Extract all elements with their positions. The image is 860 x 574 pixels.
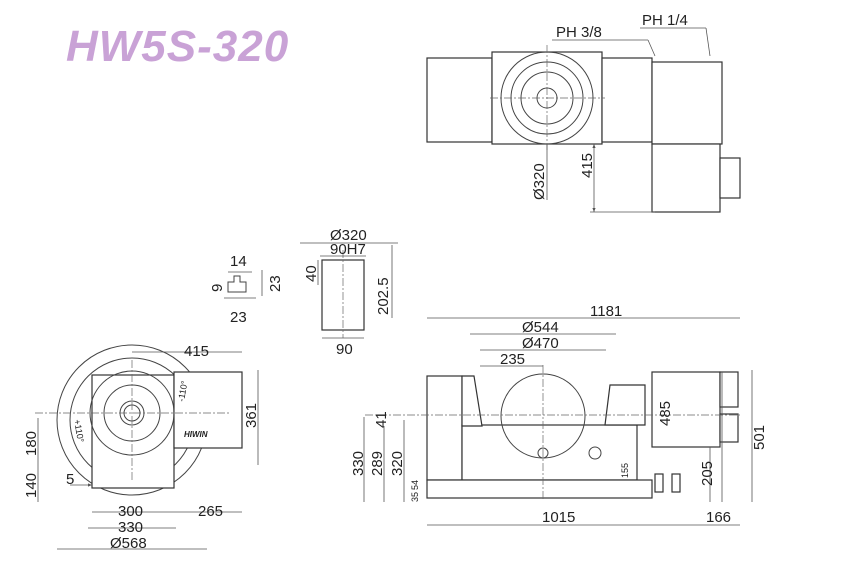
dim-label: 14 <box>230 253 247 270</box>
dim-label: 300 <box>118 503 143 520</box>
front-view: HIWIN 415 361 180 140 5 300 330 265 Ø568… <box>23 343 260 552</box>
dim-label: 54 <box>410 480 420 490</box>
dim-label: 40 <box>303 265 320 282</box>
dim-label: 235 <box>500 351 525 368</box>
dim-label: 485 <box>657 401 674 426</box>
port-label: PH 1/4 <box>642 12 688 29</box>
angle-label: -110° <box>176 380 190 403</box>
dim-label: 155 <box>620 463 630 478</box>
dim-label: 501 <box>751 425 768 450</box>
dim-label: 330 <box>350 451 367 476</box>
dim-label: 180 <box>23 431 40 456</box>
dim-label: 5 <box>66 471 74 488</box>
dim-label: 90 <box>336 341 353 358</box>
dim-label: 23 <box>230 309 247 326</box>
dim-label: 41 <box>373 411 390 428</box>
dim-label: 90H7 <box>330 241 366 258</box>
brand-logo: HIWIN <box>184 430 208 439</box>
model-title: HW5S-320 <box>66 22 290 71</box>
dim-label: Ø320 <box>531 163 548 200</box>
dim-label: 205 <box>699 461 716 486</box>
tslot-detail: 14 9 23 23 <box>209 253 284 326</box>
dim-label: 1181 <box>590 303 622 320</box>
side-view: 1181 Ø544 Ø470 235 41 330 289 320 35 54 … <box>350 303 768 526</box>
dim-label: 415 <box>579 153 596 178</box>
angle-label: +110° <box>72 419 86 444</box>
dim-label: 166 <box>706 509 731 526</box>
dim-label: 23 <box>267 275 284 292</box>
dim-label: 35 <box>410 492 420 502</box>
dim-label: 361 <box>243 403 260 428</box>
dim-label: 9 <box>209 284 226 292</box>
dim-label: Ø320 <box>330 227 367 244</box>
port-label: PH 3/8 <box>556 24 602 41</box>
top-view: PH 3/8 PH 1/4 Ø320 415 <box>426 12 741 213</box>
dim-label: 1015 <box>542 509 575 526</box>
dim-label: Ø544 <box>522 319 559 336</box>
dim-label: 320 <box>389 451 406 476</box>
dim-label: 330 <box>118 519 143 536</box>
bore-detail: Ø320 90H7 40 202.5 90 <box>300 227 398 358</box>
dim-label: 415 <box>184 343 209 360</box>
dim-label: 202.5 <box>375 277 392 315</box>
dim-label: 289 <box>369 451 386 476</box>
dim-label: Ø568 <box>110 535 147 552</box>
dim-label: Ø470 <box>522 335 559 352</box>
dim-label: 140 <box>23 473 40 498</box>
dim-label: 265 <box>198 503 223 520</box>
